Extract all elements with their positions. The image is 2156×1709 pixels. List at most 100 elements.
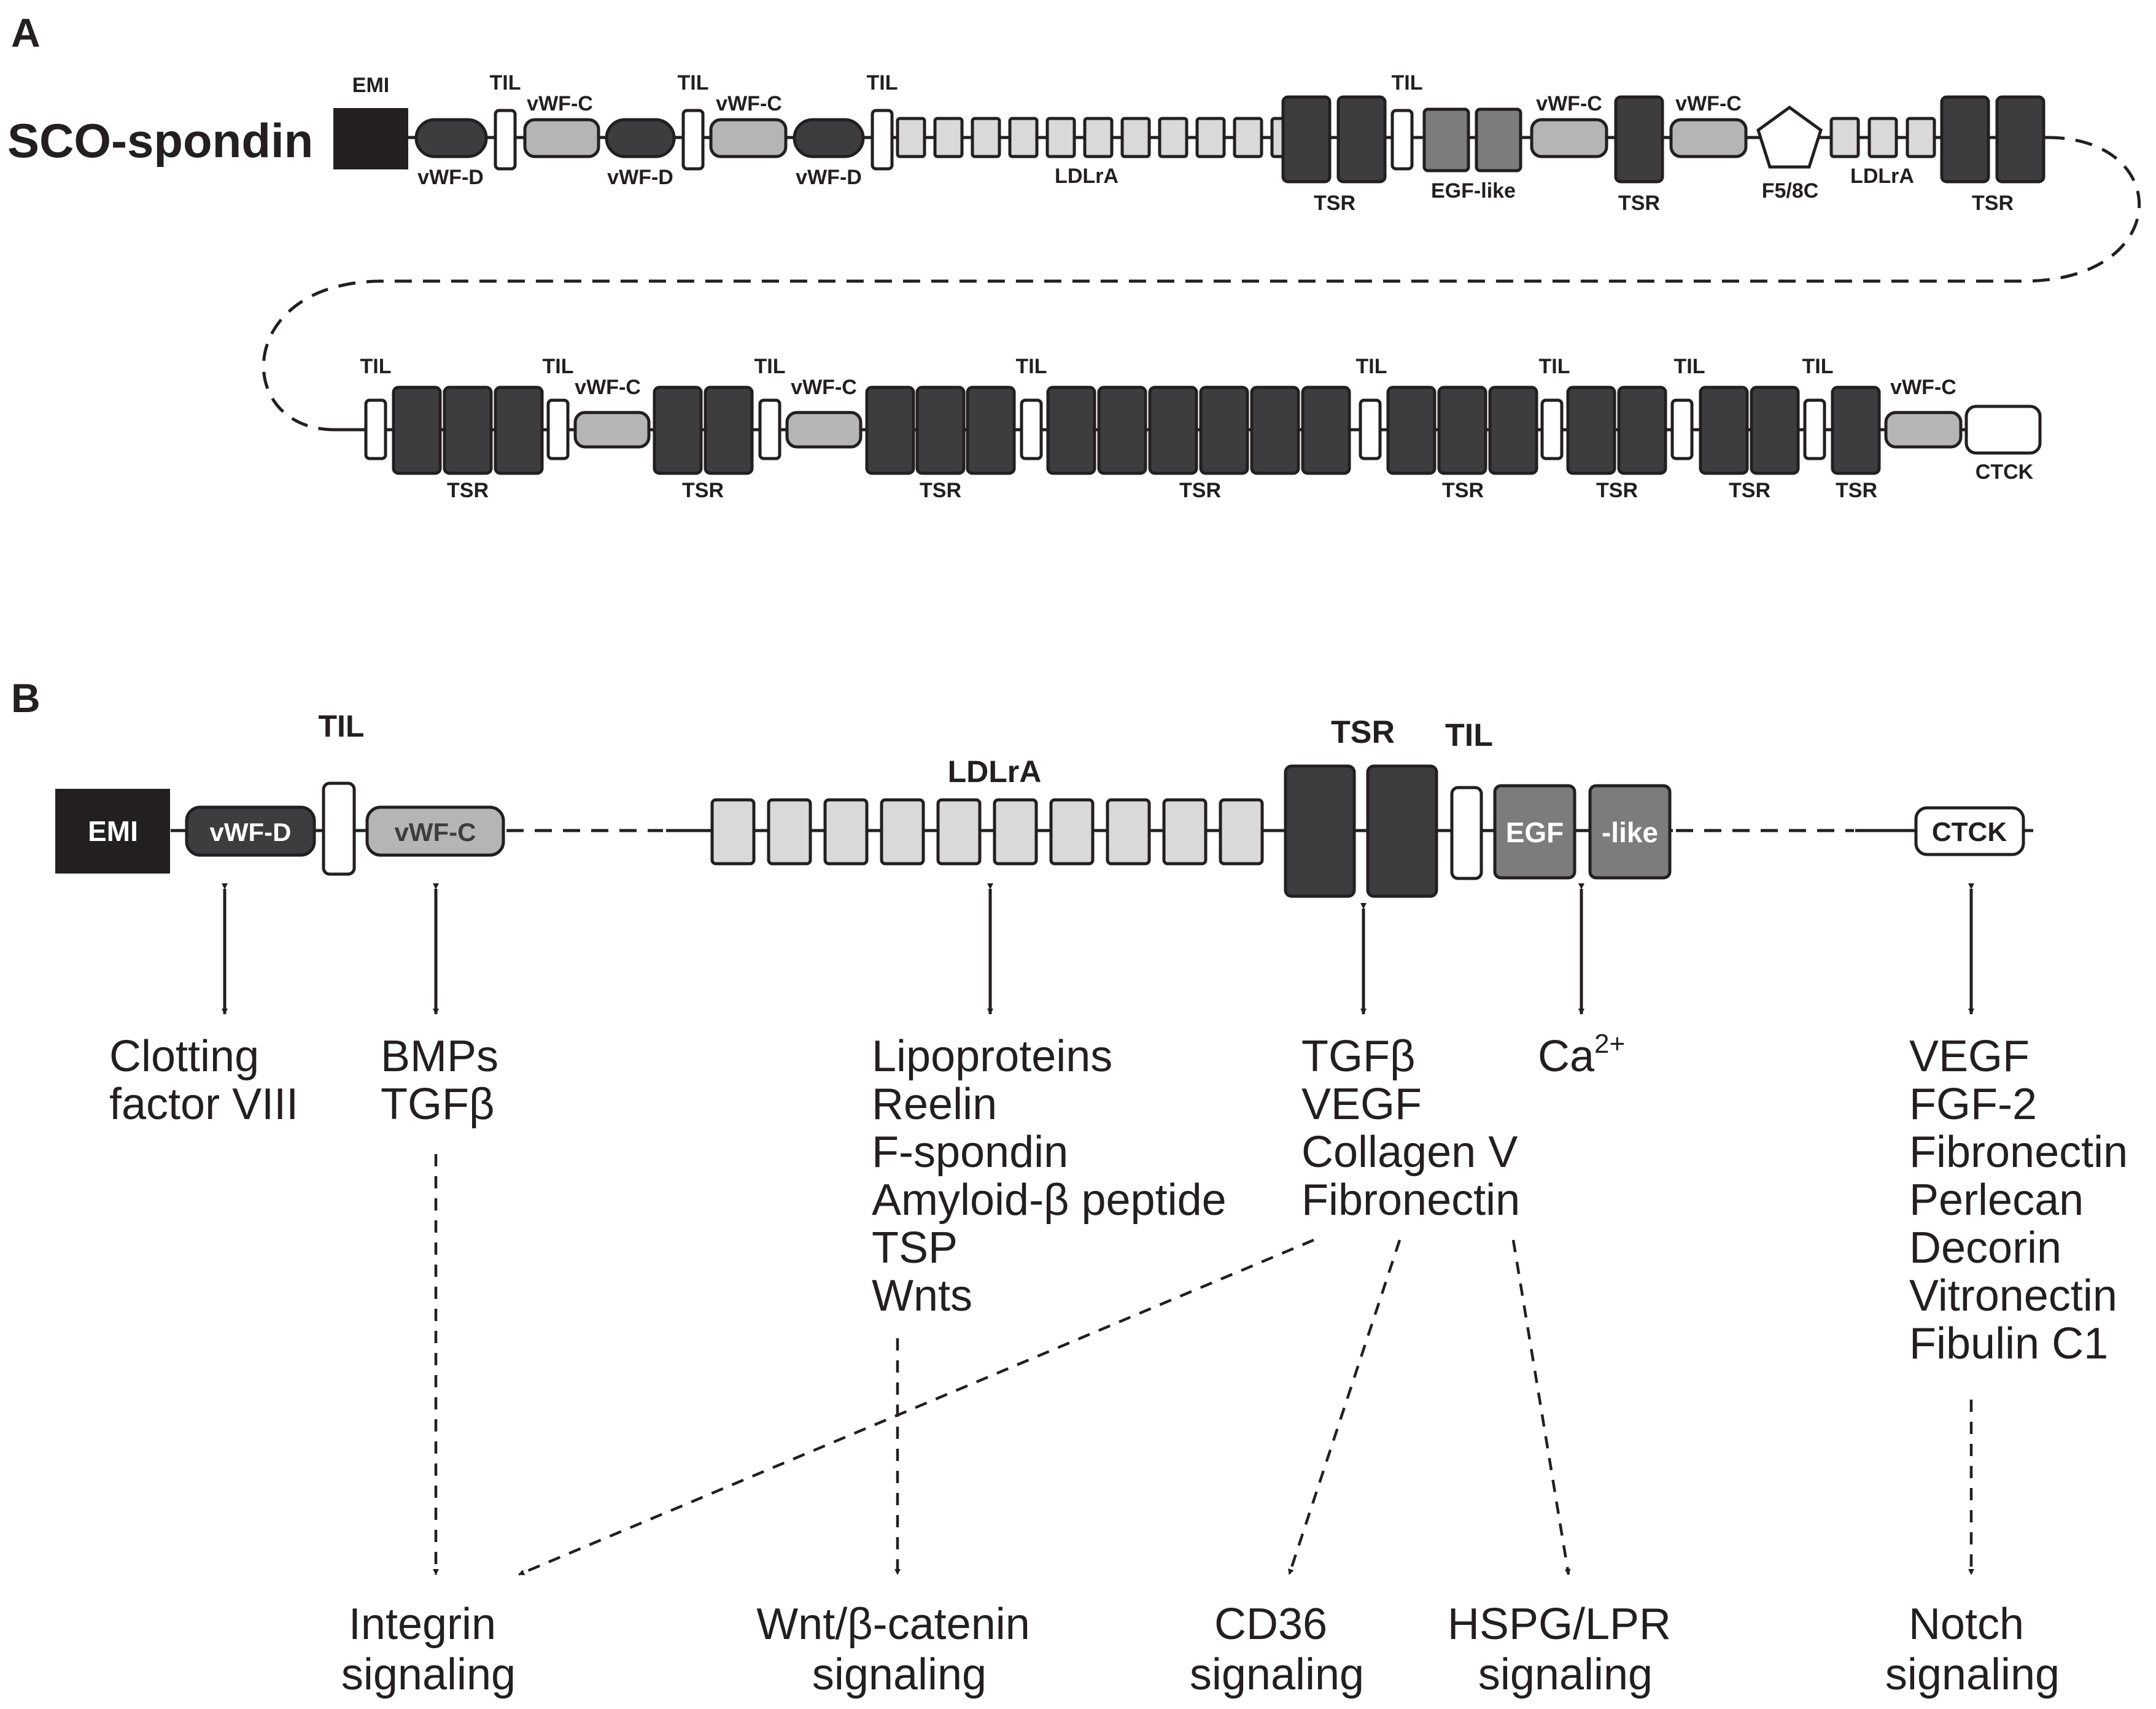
til-label: TIL: [1392, 71, 1423, 95]
vwfd-label: vWF-D: [796, 166, 862, 189]
vwfc-label: vWF-C: [527, 92, 593, 115]
til-label: TIL: [1674, 355, 1705, 378]
signaling-integrin: Integrin signaling: [341, 1600, 516, 1699]
vwfc-domain: [785, 411, 863, 449]
til-label: TIL: [1802, 355, 1834, 378]
vwfc-domain: [573, 411, 651, 449]
signaling-line: signaling: [1478, 1650, 1653, 1699]
f58c-domain: [1756, 105, 1823, 169]
partner-item: TGFβ: [1301, 1032, 1415, 1081]
tsr-domain: [653, 386, 703, 475]
ldlra-label: LDLrA: [1850, 165, 1914, 188]
signaling-line: signaling: [812, 1650, 987, 1699]
ldlra-domain: [1045, 117, 1076, 158]
tsr-domain: [1699, 386, 1749, 475]
emi-domain-label: EMI: [88, 815, 138, 847]
partner-item: Lipoproteins: [872, 1032, 1112, 1081]
tsr-domain: [704, 386, 754, 475]
til-label: TIL: [543, 355, 574, 378]
vwfc-domain: [1884, 411, 1963, 449]
vwfd-domain-label: vWF-D: [210, 818, 292, 847]
egf-like-label: EGF-like: [1431, 179, 1516, 203]
ldlra-domain: [1049, 798, 1095, 866]
signaling-line: Notch: [1909, 1600, 2024, 1649]
ldlra-domain: [1195, 117, 1226, 158]
signaling-cd36: CD36 signaling: [1190, 1600, 1364, 1699]
ctck-domain-label: CTCK: [1932, 817, 2007, 847]
partner-item: Decorin: [1909, 1223, 2061, 1273]
egf-domain-label: EGF: [1506, 816, 1564, 848]
til-label: TIL: [1356, 355, 1387, 378]
partner-item: BMPs: [381, 1032, 498, 1081]
vwfc-label: vWF-C: [1675, 92, 1742, 115]
til-label: TIL: [867, 71, 898, 95]
til-domain: [1670, 398, 1694, 460]
tsr-domain: [443, 386, 493, 475]
tsr-domain: [1831, 386, 1881, 475]
egf-like-domain: [1475, 107, 1522, 172]
vwfd-label: vWF-D: [607, 166, 673, 189]
til-domain: [1020, 398, 1043, 460]
ctck-label: CTCK: [1976, 460, 2034, 484]
til-domain: [758, 398, 781, 460]
tsr-label: TSR: [1618, 192, 1660, 215]
signaling-arrow: [518, 1238, 1314, 1576]
ldlra-domain: [936, 798, 982, 866]
til-domain: [364, 398, 387, 460]
partner-item: F-spondin: [872, 1128, 1068, 1177]
vwfd-domain: [414, 118, 488, 158]
vwfc-label: vWF-C: [791, 376, 857, 399]
ldlra-label: LDLrA: [1055, 165, 1119, 188]
tsr-domain: [494, 386, 544, 475]
emi-label: EMI: [352, 74, 389, 97]
vwfc-domain: [1669, 118, 1748, 158]
ldlra-domain: [896, 117, 926, 158]
partner-item: Collagen V: [1301, 1128, 1518, 1177]
partner-item: Fibronectin: [1301, 1176, 1520, 1225]
ldlra-domain: [1158, 117, 1189, 158]
tsr-domain: [1617, 386, 1667, 475]
partner-item: Clotting: [109, 1032, 259, 1081]
til-domain: [1450, 786, 1483, 880]
tsr-domain: [1281, 95, 1332, 184]
partner-item: Reelin: [872, 1080, 997, 1129]
row-connector: [262, 136, 2141, 432]
tsr-label: TSR: [1972, 192, 2014, 215]
emi-domain: [55, 789, 170, 874]
til-label: TIL: [1539, 355, 1570, 378]
tsr-domain: [1148, 386, 1198, 475]
tsr-label: TSR: [682, 479, 724, 502]
til-label: TIL: [754, 355, 786, 378]
egf-like-domain: [1493, 784, 1576, 880]
tsr-domain: [1199, 386, 1249, 475]
signaling-line: CD36: [1214, 1600, 1327, 1649]
vwfc-domain-label: vWF-C: [395, 818, 476, 847]
tsr-domain: [1284, 764, 1356, 898]
partner-item: Vitronectin: [1909, 1271, 2117, 1320]
partner-item: FGF-2: [1909, 1080, 2037, 1129]
tsr-label: TSR: [920, 479, 961, 502]
til-label: TIL: [490, 71, 521, 95]
tsr-domain: [865, 386, 915, 475]
tsr-label: TSR: [1314, 192, 1355, 215]
til-domain: [681, 109, 705, 171]
ldlra-domain: [767, 798, 812, 866]
partner-item: factor VIII: [109, 1080, 298, 1129]
ldlra-domain: [880, 798, 925, 866]
tsr-domain: [1614, 95, 1664, 184]
signaling-arrow: [1511, 1239, 1571, 1575]
vwfc-label: vWF-C: [1890, 376, 1956, 399]
vwfd-domain: [793, 118, 865, 158]
til-domain: [494, 109, 517, 171]
ldlra-domain: [1219, 798, 1264, 866]
tsr-domain: [1301, 386, 1351, 475]
til-domain: [1803, 398, 1826, 460]
tsr-domain: [1750, 386, 1800, 475]
vwfd-domain: [185, 805, 316, 857]
signaling-notch: Notch signaling: [1885, 1600, 2060, 1699]
signaling-line: Wnt/β-catenin: [756, 1600, 1030, 1649]
ldlra-domain: [1233, 117, 1263, 158]
til-label: TIL: [678, 71, 709, 95]
ldlra-domain: [823, 798, 869, 866]
tsr-domain: [1386, 386, 1437, 475]
